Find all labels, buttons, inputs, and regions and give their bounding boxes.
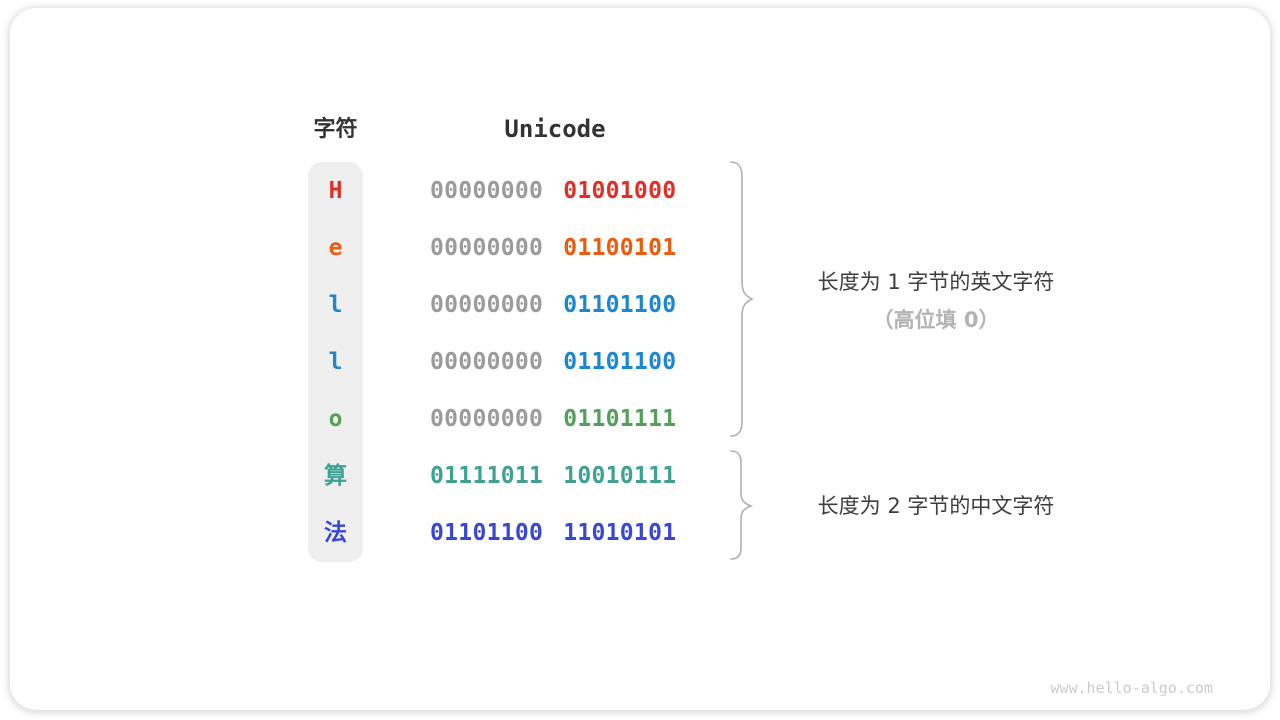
table-row: o 00000000 01101111 [10, 391, 1270, 448]
byte-1: 00000000 [430, 235, 544, 261]
byte-2: 10010111 [563, 463, 677, 489]
annotation-line-2: （高位填 0） [872, 308, 1000, 332]
annotation-line-1: 长度为 2 字节的中文字符 [817, 494, 1055, 518]
byte-1: 00000000 [430, 349, 544, 375]
row-char: e [328, 235, 343, 261]
byte-1: 01101100 [430, 520, 544, 546]
byte-1: 01111011 [430, 463, 544, 489]
byte-2: 01101100 [563, 349, 677, 375]
byte-2: 01001000 [563, 178, 677, 204]
table-row: H 00000000 01001000 [10, 163, 1270, 220]
row-char: o [328, 406, 343, 432]
byte-2: 01101111 [563, 406, 677, 432]
byte-2: 11010101 [563, 520, 677, 546]
table-row: e 00000000 01100101 [10, 220, 1270, 277]
diagram-card: 字符 Unicode H 00000000 01001000 e 00000000… [10, 8, 1270, 710]
annotation-english-chars: 长度为 1 字节的英文字符 （高位填 0） [771, 263, 1101, 339]
row-char: l [328, 349, 343, 375]
byte-2: 01100101 [563, 235, 677, 261]
annotation-chinese-chars: 长度为 2 字节的中文字符 [771, 487, 1101, 525]
byte-1: 00000000 [430, 292, 544, 318]
column-header-unicode: Unicode [504, 115, 606, 143]
row-char: H [328, 178, 343, 204]
byte-2: 01101100 [563, 292, 677, 318]
table-row: l 00000000 01101100 [10, 277, 1270, 334]
row-char: l [328, 292, 343, 318]
byte-1: 00000000 [430, 406, 544, 432]
row-char: 法 [324, 520, 347, 546]
table-row: 算 01111011 10010111 [10, 448, 1270, 505]
annotation-line-1: 长度为 1 字节的英文字符 [817, 270, 1055, 294]
byte-1: 00000000 [430, 178, 544, 204]
column-header-character: 字符 [313, 117, 358, 142]
row-char: 算 [324, 463, 347, 489]
table-row: 法 01101100 11010101 [10, 505, 1270, 562]
table-row: l 00000000 01101100 [10, 334, 1270, 391]
brace-group-2-byte [730, 450, 754, 560]
brace-group-1-byte [730, 161, 754, 437]
watermark-url: www.hello-algo.com [1050, 679, 1213, 697]
character-column-background [308, 162, 363, 562]
